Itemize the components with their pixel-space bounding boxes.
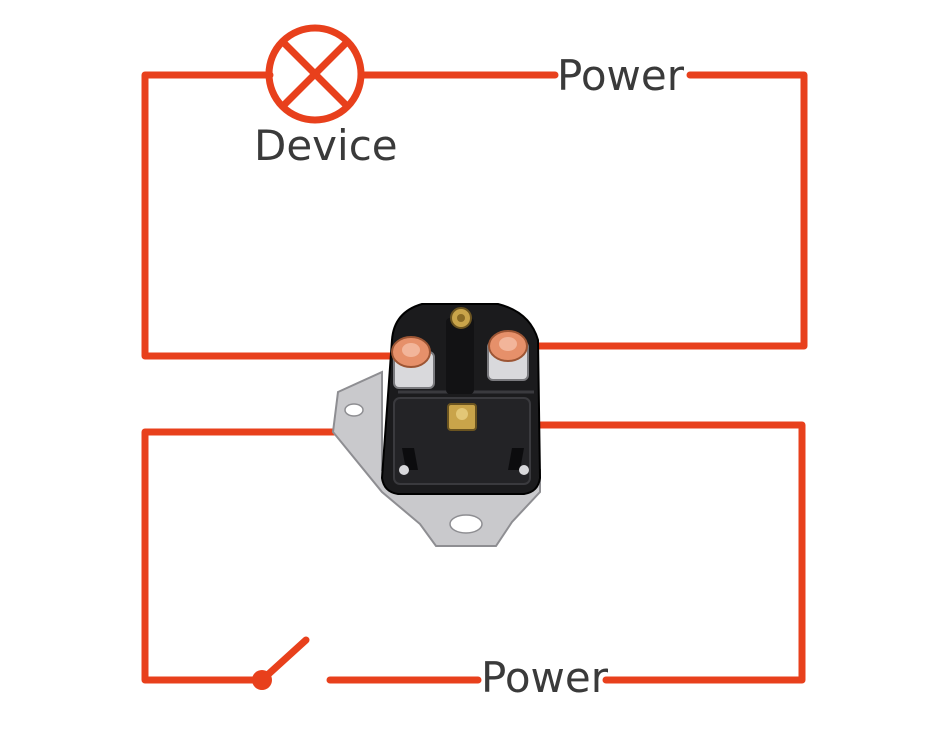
load-wire-left: [141, 71, 404, 360]
open-switch-icon: [252, 636, 310, 690]
starter-solenoid-relay: [331, 303, 542, 547]
relay-slot-left: [402, 448, 418, 470]
lamp-cross-icon: [265, 24, 365, 124]
power-label-top: Power: [557, 51, 685, 100]
control-terminal: [447, 403, 477, 431]
bracket-hole-left: [344, 403, 364, 417]
load-wire-right: [508, 71, 808, 350]
large-terminal-right: [487, 330, 529, 381]
load-circuit: [141, 71, 808, 360]
relay-screw-right: [519, 465, 529, 475]
relay-slot-right: [508, 448, 524, 470]
control-wire-right: [466, 421, 806, 684]
relay-screw-left: [399, 465, 409, 475]
large-terminal-left: [391, 336, 435, 389]
power-label-bottom: Power: [481, 653, 609, 702]
relay-lower-housing: [393, 397, 531, 485]
bracket-hole-bottom: [449, 514, 483, 534]
device-label: Device: [254, 121, 398, 170]
relay-center-rib: [446, 318, 474, 394]
control-circuit: [141, 421, 806, 684]
control-wire-left: [141, 428, 354, 684]
